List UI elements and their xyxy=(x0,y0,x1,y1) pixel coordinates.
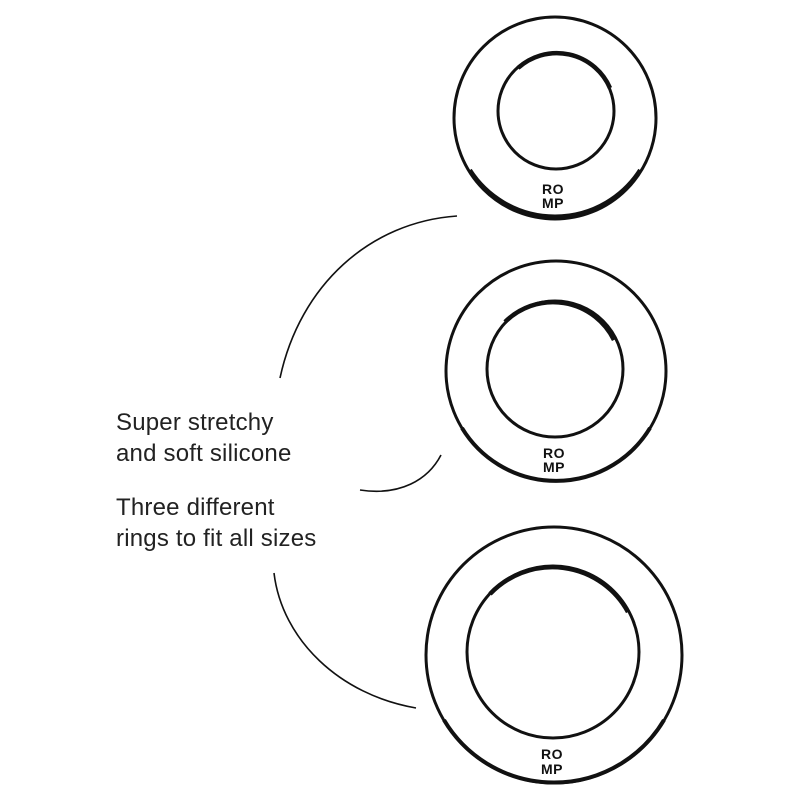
brand-logo-line1: RO xyxy=(541,746,563,762)
feature-line: Super stretchy xyxy=(116,409,274,436)
feature-stretchy-text: Super stretchy and soft silicone xyxy=(116,407,292,469)
feature-sizes-text: Three different rings to fit all sizes xyxy=(116,492,316,554)
brand-logo-line2: MP xyxy=(541,761,563,777)
brand-logo-line2: MP xyxy=(543,459,565,475)
feature-line: Three different xyxy=(116,494,275,521)
brand-logo-line1: RO xyxy=(543,445,565,461)
brand-logo-line1: RO xyxy=(542,181,564,197)
connector-curve-bottom xyxy=(273,572,417,709)
small-ring: RO MP xyxy=(452,15,658,221)
medium-ring: RO MP xyxy=(444,259,668,483)
large-ring: RO MP xyxy=(424,525,684,785)
connector-curve-middle xyxy=(359,454,442,492)
feature-line: rings to fit all sizes xyxy=(116,525,317,552)
connector-curve-top xyxy=(279,215,458,379)
feature-line: and soft silicone xyxy=(116,440,292,467)
brand-logo-line2: MP xyxy=(542,195,564,211)
